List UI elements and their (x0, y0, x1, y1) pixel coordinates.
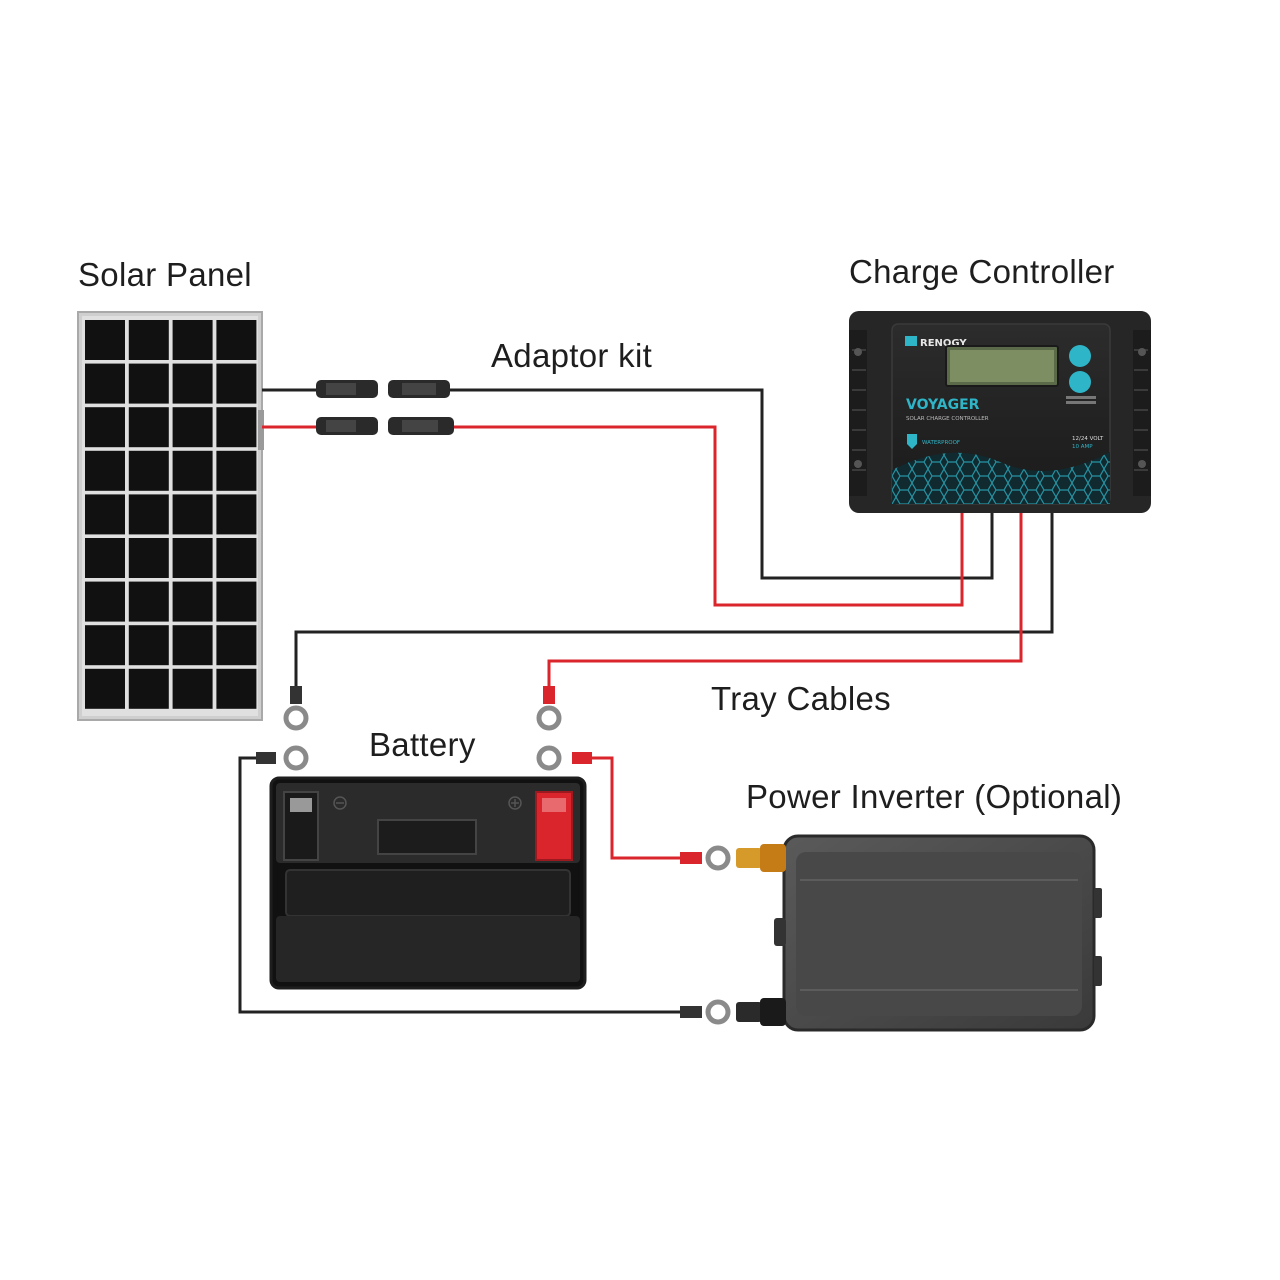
solar-cell (85, 494, 125, 535)
solar-cell (128, 450, 169, 491)
renogy-logo-icon (905, 336, 917, 346)
adaptor-kit-label: Adaptor kit (491, 337, 653, 374)
solar-cell (85, 538, 125, 578)
ring-terminal-inverter-positive (680, 845, 731, 871)
solar-cell (216, 320, 257, 360)
solar-positive-wire (454, 425, 964, 607)
inverter-positive-terminal (736, 844, 786, 872)
solar-panel (77, 311, 264, 721)
power-inverter-label: Power Inverter (Optional) (746, 778, 1123, 815)
charge-controller-label: Charge Controller (849, 253, 1115, 290)
charge-controller: RENOGY VOYAGER SOLAR CHARGE CONTROLLER W… (849, 311, 1151, 513)
solar-cell (85, 450, 125, 491)
wires (238, 388, 1054, 1014)
solar-panel-label: Solar Panel (78, 256, 252, 293)
solar-cell (128, 320, 169, 360)
ring-terminal-battery-negative-inverter (256, 745, 309, 771)
solar-cell (85, 320, 125, 360)
inverter-positive-wire (586, 756, 686, 860)
battery-negative-tray-cable (294, 512, 1054, 690)
controller-subtitle: SOLAR CHARGE CONTROLLER (906, 416, 989, 422)
solar-cell (216, 581, 257, 622)
solar-cell (128, 668, 169, 709)
solar-cell (172, 581, 213, 622)
minus-symbol-icon (333, 796, 347, 810)
inverter-negative-wire (238, 756, 686, 1014)
solar-cell (216, 494, 257, 535)
solar-cell (172, 625, 213, 666)
battery-positive-tray-cable (547, 512, 1023, 690)
solar-cell (128, 625, 169, 666)
tray-cables-label: Tray Cables (711, 680, 891, 717)
controller-feature: WATERPROOF (922, 440, 960, 446)
solar-cell (172, 363, 213, 404)
solar-cell (128, 581, 169, 622)
ring-terminal-inverter-negative (680, 999, 731, 1025)
solar-cell (172, 494, 213, 535)
solar-cell (216, 407, 257, 448)
plus-symbol-icon (508, 796, 522, 810)
solar-cell (216, 363, 257, 404)
solar-cell (216, 668, 257, 709)
ring-terminal-battery-positive-tray (536, 686, 562, 731)
inverter-negative-terminal (736, 998, 786, 1026)
controller-rating-volt: 12/24 VOLT (1072, 436, 1104, 442)
adaptor-kit (262, 380, 454, 435)
solar-cell (216, 450, 257, 491)
solar-cell (216, 538, 257, 578)
controller-button-bottom[interactable] (1069, 371, 1091, 393)
solar-cell (172, 538, 213, 578)
solar-cell (128, 494, 169, 535)
solar-cell (172, 320, 213, 360)
solar-cell (85, 407, 125, 448)
solar-cell (85, 581, 125, 622)
solar-cell (216, 625, 257, 666)
solar-cell (85, 363, 125, 404)
ring-terminals (256, 686, 731, 1025)
solar-cell (172, 450, 213, 491)
solar-negative-wire (450, 388, 994, 580)
ring-terminal-battery-negative-tray (283, 686, 309, 731)
waterproof-shield-icon (907, 434, 917, 449)
solar-cell (85, 668, 125, 709)
solar-cell (172, 407, 213, 448)
solar-cell (128, 407, 169, 448)
solar-cells (85, 320, 257, 709)
battery-label: Battery (369, 726, 476, 763)
solar-cell (128, 363, 169, 404)
controller-model: VOYAGER (906, 397, 980, 413)
controller-rating-amp: 10 AMP (1072, 444, 1093, 450)
solar-cell (172, 668, 213, 709)
solar-cell (85, 625, 125, 666)
controller-button-top[interactable] (1069, 345, 1091, 367)
power-inverter (736, 834, 1102, 1032)
ring-terminal-battery-positive-inverter (536, 745, 592, 771)
solar-cell (128, 538, 169, 578)
controller-brand: RENOGY (920, 338, 967, 349)
battery (269, 776, 587, 990)
